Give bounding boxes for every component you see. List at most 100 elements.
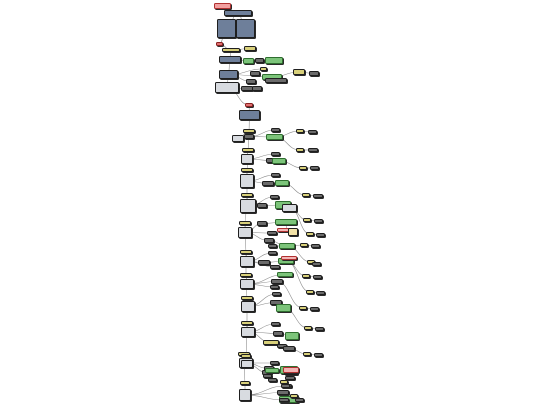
map-node-s10_f[interactable]: [280, 380, 288, 384]
map-node-s5_d[interactable]: [264, 238, 274, 243]
map-node-s6_c[interactable]: [281, 256, 297, 260]
map-node-s7_e[interactable]: [310, 307, 319, 311]
map-node-n_y_2[interactable]: [244, 46, 256, 51]
map-node-s9_t[interactable]: [241, 327, 255, 337]
map-node-s2_e[interactable]: [310, 166, 319, 170]
map-node-s10_e[interactable]: [285, 376, 295, 380]
map-node-s8_t[interactable]: [241, 301, 255, 312]
map-node-s1_y[interactable]: [243, 129, 255, 133]
map-node-s8_y[interactable]: [241, 296, 253, 300]
map-node-s11_f[interactable]: [290, 394, 298, 398]
map-node-s9_f[interactable]: [283, 346, 295, 351]
map-node-s11_d[interactable]: [281, 384, 290, 388]
map-node-s1_a[interactable]: [244, 134, 254, 139]
map-node-n_red_2[interactable]: [245, 103, 253, 107]
map-node-root[interactable]: [214, 3, 231, 9]
map-node-n_gr_2[interactable]: [250, 71, 260, 76]
map-node-n_red_1[interactable]: [216, 42, 223, 46]
map-node-n_gr_7[interactable]: [252, 86, 262, 91]
map-node-s1_t[interactable]: [232, 135, 244, 142]
map-node-s3_a[interactable]: [262, 181, 274, 186]
map-node-s6_f[interactable]: [302, 274, 310, 278]
map-node-s12_c[interactable]: [263, 374, 272, 378]
map-node-s3_y[interactable]: [241, 168, 253, 172]
map-node-s8_c[interactable]: [272, 292, 281, 296]
map-node-s4_f[interactable]: [314, 219, 323, 223]
map-node-s4_a[interactable]: [257, 203, 267, 208]
map-node-n_col_a[interactable]: [217, 19, 236, 38]
map-node-s2_b[interactable]: [272, 158, 286, 164]
map-node-s1_d[interactable]: [296, 129, 304, 133]
map-node-n_gr_4[interactable]: [246, 79, 256, 84]
map-node-s2_y[interactable]: [242, 148, 254, 152]
map-node-s4_g[interactable]: [306, 232, 314, 236]
map-node-s2_d[interactable]: [299, 166, 307, 170]
map-node-s12_y[interactable]: [241, 354, 251, 358]
map-node-s7_t[interactable]: [240, 279, 254, 289]
map-node-s1_b[interactable]: [266, 134, 283, 140]
map-node-s9_g[interactable]: [303, 352, 311, 356]
map-node-s3_e[interactable]: [313, 194, 323, 198]
map-node-s12_b[interactable]: [265, 368, 279, 373]
map-node-s5_i[interactable]: [300, 243, 308, 247]
map-node-s6_a[interactable]: [258, 260, 270, 265]
map-node-s4_y[interactable]: [241, 193, 253, 197]
map-node-s7_c[interactable]: [270, 285, 279, 289]
map-node-s5_b[interactable]: [275, 219, 297, 225]
map-node-n_t_3[interactable]: [239, 110, 260, 120]
map-node-n_y_1[interactable]: [222, 48, 240, 52]
map-node-s5_a[interactable]: [257, 221, 267, 226]
map-node-n_g_1[interactable]: [243, 58, 254, 64]
map-node-s1_c[interactable]: [271, 128, 280, 132]
map-node-s5_j[interactable]: [311, 244, 320, 248]
map-node-s8_e[interactable]: [315, 327, 324, 331]
map-node-n_y_3[interactable]: [260, 67, 267, 71]
map-node-s7_y[interactable]: [240, 273, 252, 277]
map-node-s9_d[interactable]: [263, 340, 279, 345]
map-node-s5_g[interactable]: [279, 243, 295, 249]
map-node-n_t_1[interactable]: [219, 56, 241, 63]
map-node-s3_c[interactable]: [271, 173, 280, 177]
map-node-s2_t[interactable]: [241, 154, 253, 164]
map-node-s1_e[interactable]: [308, 130, 317, 134]
map-node-s6_e[interactable]: [270, 265, 280, 269]
map-node-s11_g[interactable]: [295, 398, 304, 402]
map-node-s11_t[interactable]: [239, 389, 251, 401]
map-node-s6_i[interactable]: [316, 291, 325, 295]
map-node-s6_y[interactable]: [240, 250, 252, 254]
map-node-n_gr_3[interactable]: [309, 71, 319, 76]
map-node-n_gr_5[interactable]: [265, 78, 287, 83]
map-node-s4_d[interactable]: [282, 204, 297, 212]
map-node-s9_b[interactable]: [285, 332, 299, 340]
map-node-s4_c[interactable]: [270, 195, 279, 199]
map-node-s11_e[interactable]: [279, 398, 289, 402]
map-node-s7_d[interactable]: [299, 306, 307, 310]
map-node-s5_f[interactable]: [267, 231, 277, 235]
map-node-s5_t[interactable]: [238, 227, 252, 238]
map-node-s12_d[interactable]: [268, 378, 277, 382]
map-node-s3_d[interactable]: [302, 193, 310, 197]
map-node-n_t_2[interactable]: [219, 70, 238, 79]
map-node-s1_g[interactable]: [308, 148, 318, 152]
map-node-n_y_4[interactable]: [293, 69, 305, 75]
map-node-s5_h[interactable]: [268, 244, 277, 248]
map-node-s10_c[interactable]: [270, 361, 279, 365]
map-node-s3_b[interactable]: [275, 180, 289, 186]
map-node-s11_a[interactable]: [277, 390, 289, 395]
map-node-s9_h[interactable]: [314, 353, 323, 357]
map-node-n_g_2[interactable]: [265, 57, 283, 64]
map-node-s12_t[interactable]: [241, 360, 253, 368]
map-node-s4_t[interactable]: [240, 199, 256, 213]
map-node-n_title[interactable]: [224, 10, 252, 16]
map-node-s5_e[interactable]: [288, 228, 298, 236]
map-node-s11_y[interactable]: [240, 381, 250, 385]
map-node-s9_a[interactable]: [273, 331, 283, 336]
map-node-s8_d[interactable]: [304, 326, 312, 330]
map-node-s9_c[interactable]: [271, 322, 280, 326]
map-node-n_l_1[interactable]: [215, 82, 239, 93]
map-node-s9_y[interactable]: [241, 321, 253, 325]
map-node-s11_c[interactable]: [283, 367, 299, 373]
map-node-s6_t[interactable]: [240, 256, 254, 267]
map-node-s5_l[interactable]: [312, 262, 321, 266]
map-node-n_gr_1[interactable]: [255, 58, 264, 63]
